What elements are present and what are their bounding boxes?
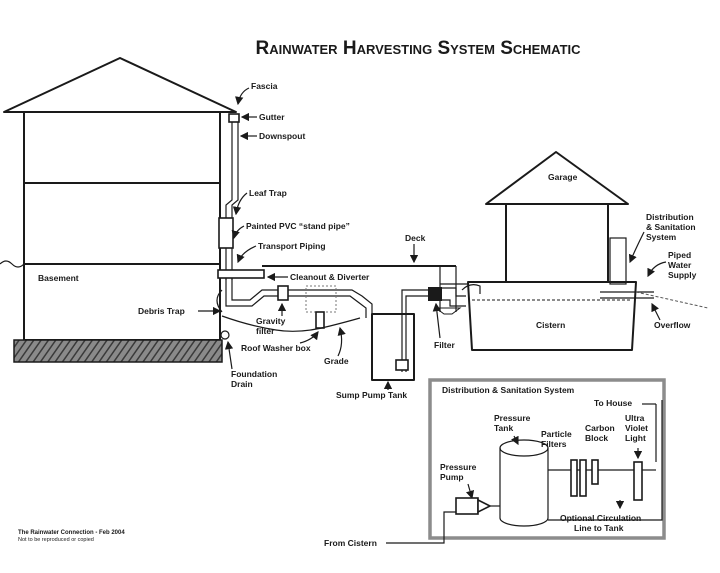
label-debris-trap: Debris Trap bbox=[138, 306, 185, 316]
leaf-trap bbox=[218, 217, 234, 249]
label-basement: Basement bbox=[38, 273, 79, 283]
diagram-title: Rainwater Harvesting System Schematic bbox=[255, 38, 581, 59]
pressure-pump bbox=[455, 497, 500, 515]
grade-line bbox=[221, 315, 361, 332]
label-downspout: Downspout bbox=[259, 131, 305, 141]
label-painted-pvc: Painted PVC “stand pipe” bbox=[246, 221, 350, 231]
pressure-tank bbox=[499, 439, 549, 527]
credit-notice: Not to be reproduced or copied bbox=[18, 537, 94, 543]
house bbox=[0, 57, 237, 363]
label-from-cistern: From Cistern bbox=[324, 538, 377, 548]
inset-title: Distribution & Sanitation System bbox=[442, 385, 575, 395]
label-overflow: Overflow bbox=[654, 320, 691, 330]
label-filter: Filter bbox=[434, 340, 455, 350]
foundation-footing bbox=[13, 339, 223, 363]
label-garage: Garage bbox=[548, 172, 578, 182]
label-cistern: Cistern bbox=[536, 320, 565, 330]
uv-light-unit bbox=[633, 461, 643, 501]
distribution-box bbox=[609, 237, 627, 285]
label-gutter: Gutter bbox=[259, 112, 285, 122]
filter-cartridges bbox=[570, 459, 643, 501]
label-leaf-trap: Leaf Trap bbox=[249, 188, 287, 198]
label-roof-washer-box: Roof Washer box bbox=[241, 343, 311, 353]
label-deck: Deck bbox=[405, 233, 426, 243]
label-cleanout-diverter: Cleanout & Diverter bbox=[290, 272, 370, 282]
from-cistern-line bbox=[386, 511, 456, 544]
label-sump-pump-tank: Sump Pump Tank bbox=[336, 390, 407, 400]
downspout-pipe bbox=[218, 113, 240, 280]
label-grade: Grade bbox=[324, 356, 349, 366]
label-transport-piping: Transport Piping bbox=[258, 241, 326, 251]
inset-distribution-system: Distribution & Sanitation System To Hous… bbox=[428, 378, 666, 540]
foundation-drain bbox=[220, 330, 230, 340]
label-fascia: Fascia bbox=[251, 81, 278, 91]
garage bbox=[485, 151, 629, 285]
credit-line: The Rainwater Connection - Feb 2004 bbox=[18, 530, 125, 536]
sump-pump-tank bbox=[371, 289, 430, 381]
filter bbox=[428, 287, 442, 301]
inset-label-to-house: To House bbox=[594, 398, 632, 408]
transport-piping bbox=[216, 269, 373, 329]
